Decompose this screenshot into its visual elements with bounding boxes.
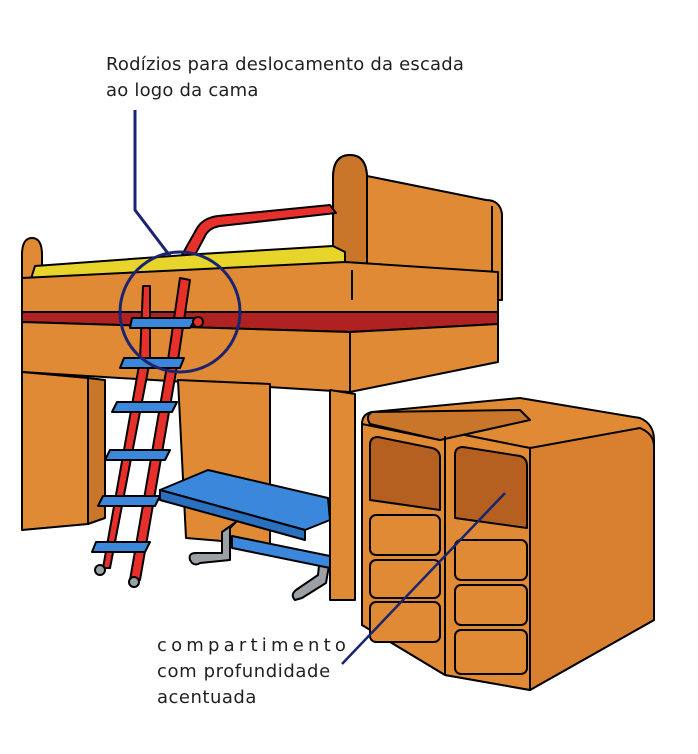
- bed-frame-upper: [21, 261, 499, 313]
- callout-rodizios: [118, 110, 242, 374]
- annotation-compartimento-line1: compartimento: [157, 635, 351, 656]
- annotation-rodizios-line2: ao logo da cama: [106, 80, 259, 101]
- annotation-compartimento-line3: acentuada: [157, 687, 257, 708]
- storage-cabinet: [361, 397, 655, 691]
- annotation-rodizios-line1: Rodízios para deslocamento da escada: [106, 54, 465, 75]
- annotation-rodizios: Rodízios para deslocamento da escada ao …: [106, 52, 464, 104]
- callout-compartimento: [341, 492, 506, 665]
- ladder: [91, 277, 204, 588]
- desk: [159, 469, 331, 601]
- guard-rail: [177, 204, 337, 269]
- left-leg-panel: [21, 371, 89, 531]
- annotation-compartimento-line2: com profundidade: [157, 661, 331, 682]
- right-leg: [329, 389, 356, 601]
- annotation-compartimento: compartimento com profundidade acentuada: [157, 633, 350, 711]
